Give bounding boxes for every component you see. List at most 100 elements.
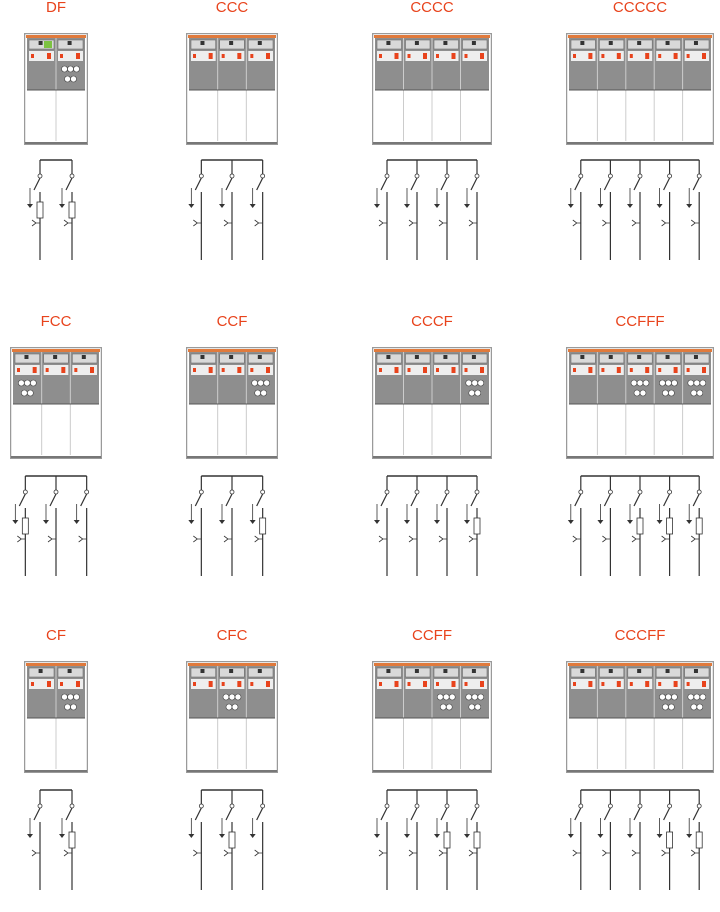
- earth-switch-icon: [408, 849, 417, 857]
- earth-switch-icon: [47, 535, 56, 543]
- cabinet-panel-c: [248, 667, 274, 689]
- cabinet-panel-c: [28, 667, 55, 689]
- rmu-cabinet-icon: [372, 347, 492, 459]
- rmu-cabinet-icon: [186, 33, 278, 145]
- configuration-title: CCFF: [412, 627, 452, 644]
- feeder-line-c: [627, 160, 643, 260]
- earth-switch-icon: [690, 219, 700, 227]
- rmu-cabinet-icon: [24, 33, 88, 145]
- cabinet-panel-f: [627, 353, 653, 397]
- configuration-title: CCCFF: [614, 627, 666, 644]
- fuse-icon: [636, 517, 644, 535]
- earth-switch-icon: [690, 535, 700, 543]
- earth-switch-icon: [438, 219, 447, 227]
- earth-switch-icon: [193, 219, 202, 227]
- feeder-line-c: [627, 790, 643, 890]
- earth-switch-icon: [17, 535, 26, 543]
- feeder-line-f: [656, 790, 673, 890]
- earth-switch-icon: [690, 849, 700, 857]
- feeder-line-f: [249, 476, 267, 576]
- cabinet-panel-c: [433, 353, 459, 375]
- cabinet-panel-c: [219, 39, 245, 61]
- earth-switch-icon: [223, 219, 232, 227]
- feeder-line-c: [249, 790, 266, 890]
- feeder-line-f: [59, 160, 76, 260]
- cabinet-panel-c: [72, 353, 98, 375]
- cabinet-panel-c: [462, 39, 488, 61]
- cabinet-panel-f: [462, 353, 488, 397]
- cabinet-panel-f: [57, 39, 84, 83]
- feeder-line-f: [686, 476, 703, 576]
- configuration-title: CCCF: [411, 313, 453, 330]
- earth-switch-icon: [254, 849, 263, 857]
- earth-switch-icon: [254, 219, 263, 227]
- earth-switch-icon: [572, 219, 581, 227]
- feeder-line-f: [627, 476, 644, 576]
- feeder-line-c: [219, 160, 235, 260]
- fuse-icon: [695, 517, 703, 535]
- earth-switch-icon: [572, 535, 581, 543]
- cabinet-panel-c: [405, 353, 431, 375]
- feeder-line-c: [27, 790, 43, 890]
- earth-switch-icon: [572, 849, 581, 857]
- cabinet-panel-c: [376, 39, 402, 61]
- feeder-line-c: [404, 160, 420, 260]
- single-line-diagram-icon: [374, 475, 481, 576]
- feeder-line-f: [219, 790, 236, 890]
- earth-switch-icon: [223, 535, 232, 543]
- configuration-title: CF: [46, 627, 66, 644]
- feeder-line-c: [404, 476, 420, 576]
- earth-switch-icon: [223, 849, 232, 857]
- feeder-line-c: [404, 790, 420, 890]
- feeder-line-c: [374, 476, 390, 576]
- feeder-line-f: [656, 476, 673, 576]
- configuration-title: CFC: [216, 627, 248, 644]
- cabinet-panel-c: [599, 39, 625, 61]
- single-line-diagram-icon: [12, 475, 90, 576]
- cabinet-panel-f: [219, 667, 245, 711]
- configuration-title: CCC: [215, 0, 249, 16]
- cabinet-panel-c: [405, 667, 431, 689]
- fuse-icon: [473, 831, 481, 849]
- feeder-line-c: [43, 476, 59, 576]
- configuration-title: CCFFF: [615, 313, 665, 330]
- cabinet-panel-c: [43, 353, 69, 375]
- feeder-line-c: [374, 160, 390, 260]
- feeder-line-f: [464, 476, 481, 576]
- feeder-line-c: [686, 160, 702, 260]
- cabinet-top-bar: [374, 663, 490, 666]
- fuse-icon: [666, 517, 673, 535]
- single-line-diagram-icon: [27, 159, 76, 260]
- earth-switch-icon: [468, 849, 477, 857]
- feeder-line-c: [567, 160, 584, 260]
- feeder-line-c: [464, 160, 480, 260]
- cabinet-panel-c: [570, 353, 596, 375]
- earth-switch-icon: [438, 849, 447, 857]
- single-line-diagram-icon: [188, 475, 267, 576]
- feeder-line-c: [567, 476, 584, 576]
- earth-switch-icon: [631, 849, 640, 857]
- cabinet-panel-f: [684, 353, 710, 397]
- rmu-cabinet-icon: [24, 661, 88, 773]
- cabinet-top-bar: [26, 663, 86, 666]
- earth-switch-icon: [661, 535, 670, 543]
- feeder-line-c: [73, 476, 90, 576]
- single-line-diagram-icon: [188, 789, 266, 890]
- fuse-icon: [259, 517, 267, 535]
- rmu-cabinet-icon: [566, 347, 714, 459]
- fuse-icon: [443, 831, 451, 849]
- fuse-icon: [666, 831, 673, 849]
- cabinet-panel-c: [599, 353, 625, 375]
- feeder-line-c: [219, 476, 235, 576]
- fuse-icon: [68, 201, 76, 219]
- cabinet-top-bar: [188, 35, 276, 38]
- cabinet-panel-f: [655, 667, 681, 711]
- earth-switch-icon: [468, 219, 477, 227]
- cabinet-panel-f: [433, 667, 459, 711]
- earth-switch-icon: [408, 219, 417, 227]
- fuse-icon: [695, 831, 703, 849]
- feeder-line-f: [686, 790, 703, 890]
- earth-switch-icon: [378, 849, 387, 857]
- feeder-line-c: [597, 476, 613, 576]
